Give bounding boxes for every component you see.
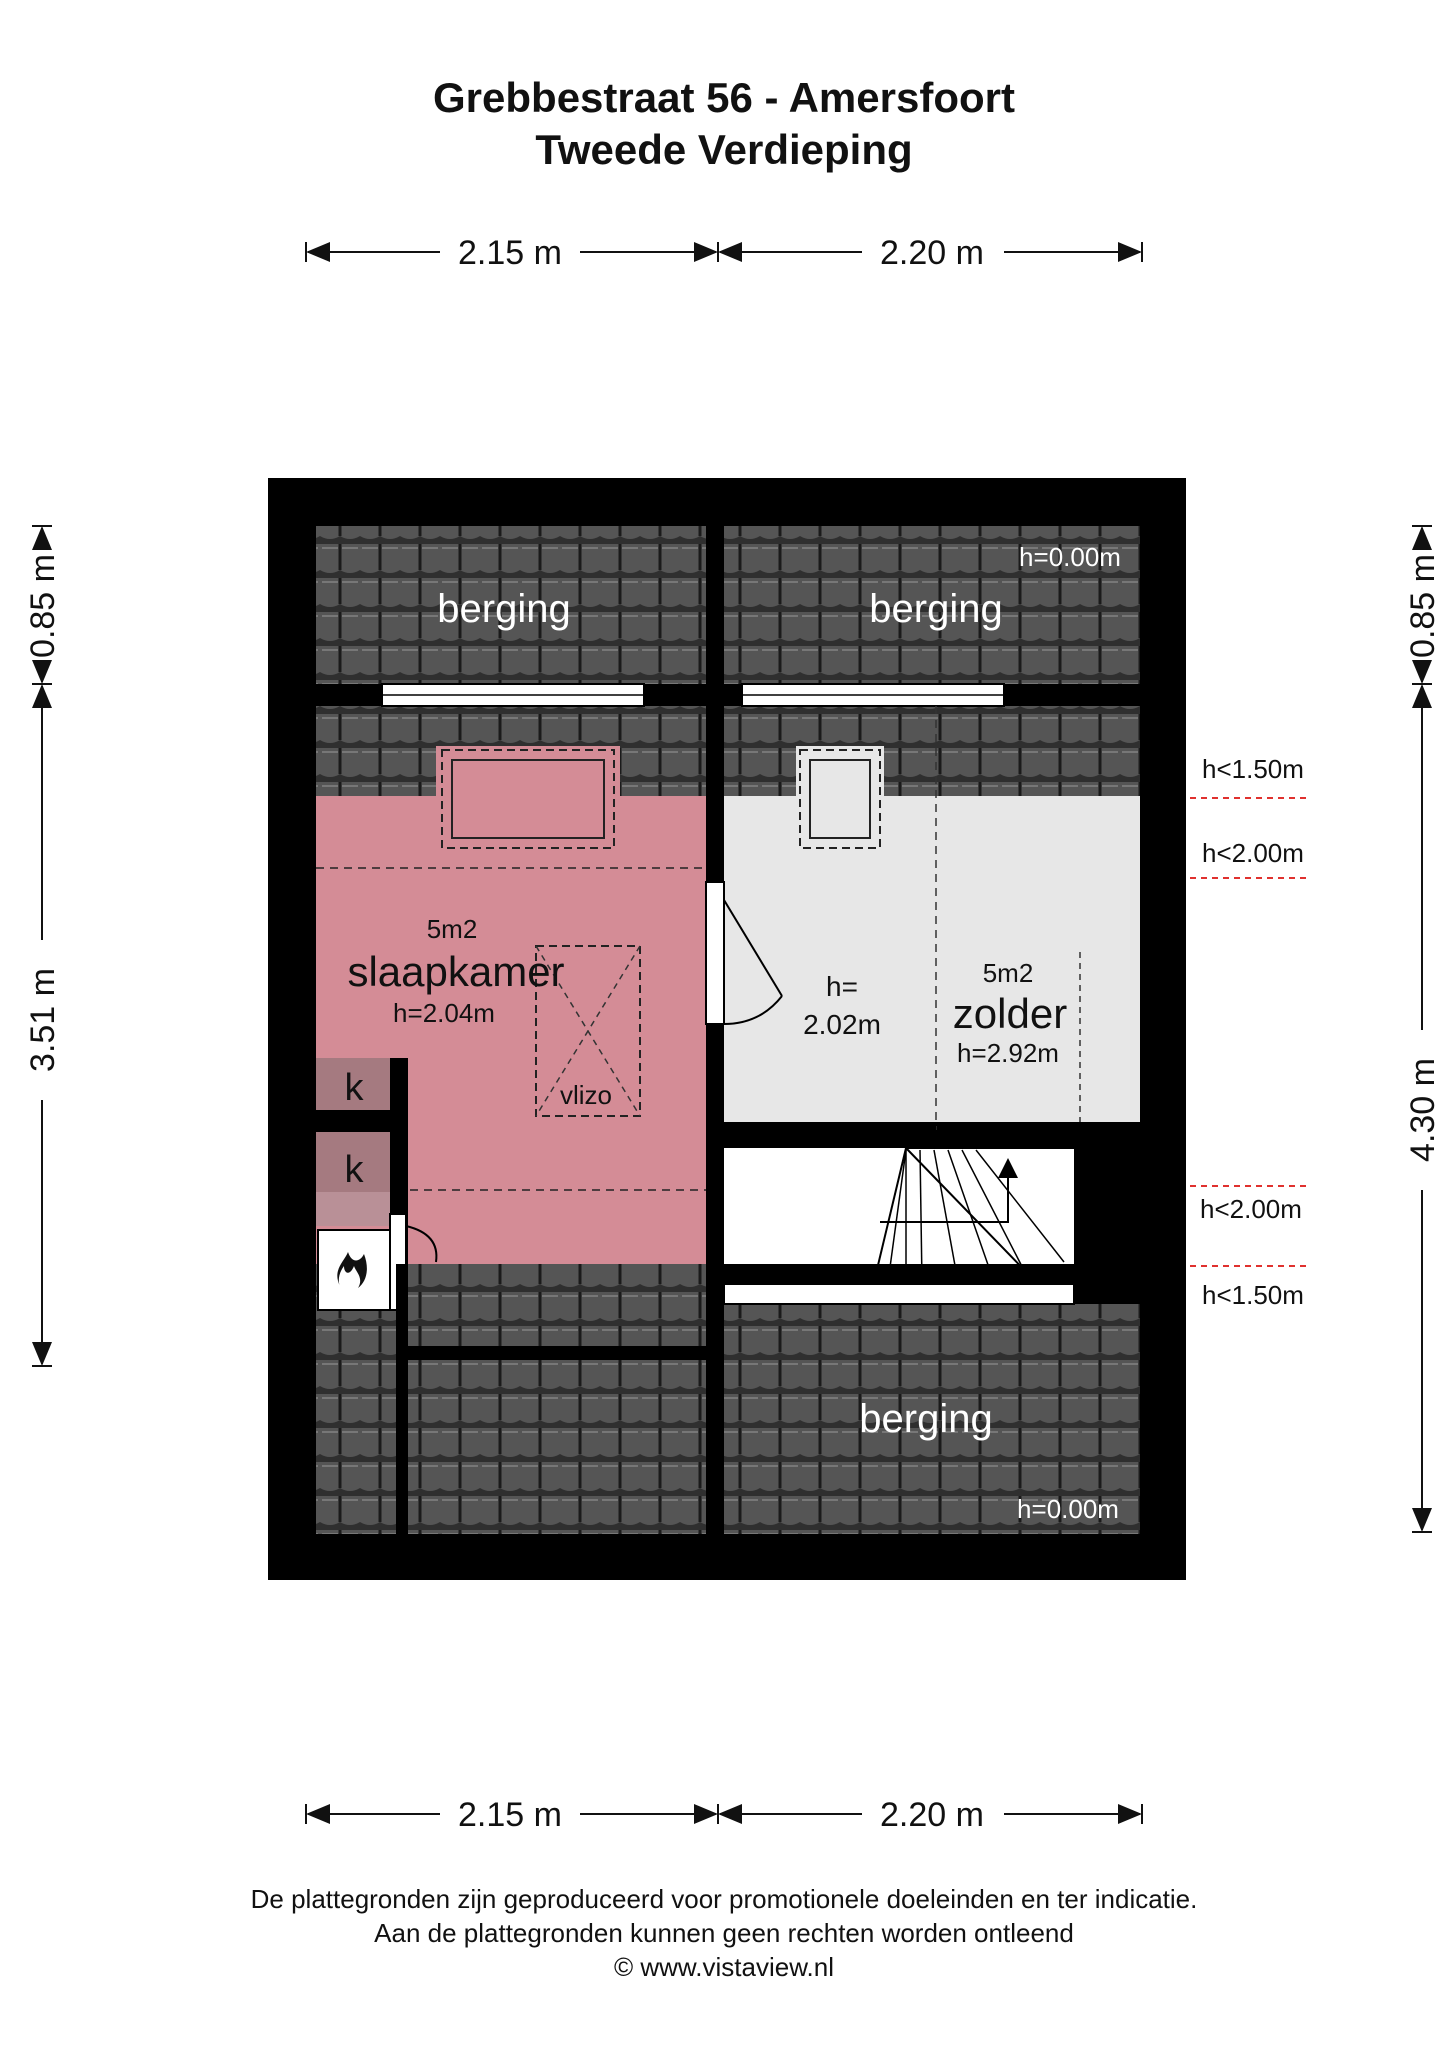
boiler-door-swing — [405, 1225, 438, 1263]
zolder-height: h=2.92m — [957, 1038, 1059, 1068]
stairs-direction-line — [880, 1176, 1009, 1223]
zolder-room — [724, 796, 1140, 1122]
closet-2-label: k — [345, 1149, 365, 1191]
marker-label-lower-2: h<1.50m — [1202, 1280, 1304, 1310]
roof-tiles-top-left — [316, 526, 706, 684]
stair-bottom-wall — [724, 1264, 1074, 1282]
page-title: Grebbestraat 56 - Amersfoort — [433, 74, 1015, 121]
skylight-right — [799, 749, 881, 849]
dim-right-top: 0.85 m — [1404, 554, 1442, 658]
lower-left-wall — [396, 1264, 408, 1534]
stair-top-wall — [724, 1122, 936, 1148]
roof-tiles-attic-top — [724, 706, 1140, 796]
copyright-link[interactable]: © www.vistaview.nl — [614, 1952, 834, 1982]
closet-divider — [316, 1110, 396, 1132]
berging-top-right-height: h=0.00m — [1019, 542, 1121, 572]
slaapkamer-height: h=2.04m — [393, 998, 495, 1028]
slaapkamer-label: slaapkamer — [347, 948, 564, 995]
dimension-top — [305, 242, 1143, 262]
marker-label-lower-1: h<2.00m — [1200, 1194, 1302, 1224]
dimension-left — [32, 525, 52, 1367]
berging-bottom-right-height: h=0.00m — [1017, 1494, 1119, 1524]
closet-1 — [316, 1058, 390, 1110]
berging-top-right-label: berging — [869, 587, 1002, 631]
dim-top-right: 2.20 m — [880, 234, 984, 272]
skylight-right-frame — [809, 759, 871, 839]
dimension-right — [1412, 525, 1432, 1533]
dim-left-main: 3.51 m — [24, 968, 62, 1072]
vlizo-cross-2 — [535, 945, 641, 1117]
disclaimer-line-2: Aan de plattegronden kunnen geen rechten… — [374, 1918, 1074, 1948]
closet-2-lower — [316, 1192, 390, 1226]
roof-tiles-bottom-right — [724, 1304, 1140, 1534]
landing-height-2: 2.02m — [803, 1009, 881, 1040]
slaapkamer-skylight-area — [436, 746, 620, 852]
stair-bottom-strip — [723, 1283, 1075, 1305]
lower-left-cross-wall — [396, 1346, 706, 1360]
roof-tiles-top-right — [724, 526, 1140, 684]
floor-subtitle: Tweede Verdieping — [535, 126, 913, 173]
berging-top-left-label: berging — [437, 587, 570, 631]
boiler-unit — [317, 1229, 391, 1311]
flame-icon — [337, 1252, 367, 1288]
dim-right-main: 4.30 m — [1404, 1058, 1442, 1162]
marker-label-upper-2: h<2.00m — [1202, 838, 1304, 868]
vlizo-label: vlizo — [560, 1080, 612, 1110]
dim-bottom-left: 2.15 m — [458, 1796, 562, 1834]
stair-right-block — [1074, 1122, 1140, 1302]
landing-height-1: h= — [826, 971, 858, 1002]
dim-bottom-right: 2.20 m — [880, 1796, 984, 1834]
arrow-up-icon — [998, 1158, 1018, 1178]
closet-1-label: k — [345, 1067, 365, 1109]
berging-bottom-right-label: berging — [859, 1397, 992, 1441]
bedroom-door-leaf — [723, 899, 783, 997]
bedroom-door — [705, 881, 725, 1025]
staircase — [724, 1147, 1074, 1283]
closet-wall — [390, 1058, 408, 1264]
dimension-bottom — [305, 1804, 1143, 1824]
dim-top-left: 2.15 m — [458, 234, 562, 272]
zolder-label: zolder — [953, 990, 1067, 1037]
zolder-area: 5m2 — [983, 958, 1034, 988]
vlizo-hatch — [535, 945, 641, 1117]
attic-niche — [1080, 952, 1140, 1124]
skylight-left-frame — [451, 759, 605, 839]
dim-left-top: 0.85 m — [24, 554, 62, 658]
disclaimer-line-1: De plattegronden zijn geproduceerd voor … — [250, 1884, 1198, 1914]
bedroom-door-swing — [723, 995, 783, 1025]
roof-tiles-bottom-left — [408, 1264, 706, 1534]
slaapkamer-area: 5m2 — [427, 914, 478, 944]
skylight-left — [441, 749, 615, 849]
center-wall — [706, 526, 724, 1534]
marker-label-upper-1: h<1.50m — [1202, 754, 1304, 784]
